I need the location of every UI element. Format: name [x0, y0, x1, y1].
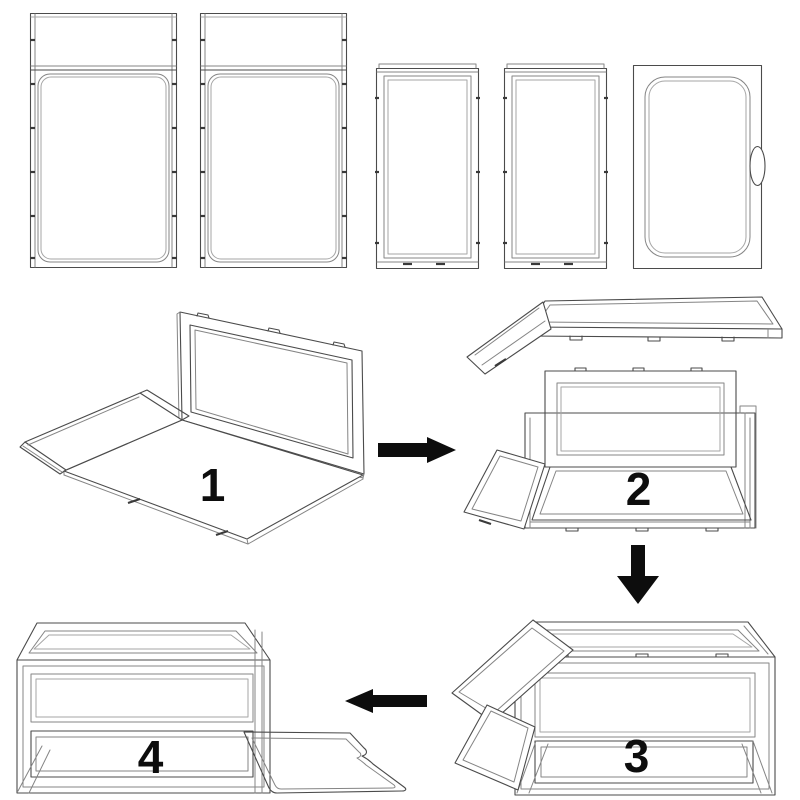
step-4-drawing	[16, 622, 407, 794]
side-panel-b	[198, 12, 349, 269]
arrow-down-icon	[617, 545, 659, 604]
door-handle-icon	[749, 145, 766, 187]
arrow-right-icon	[378, 437, 456, 463]
side-panel-a	[28, 12, 179, 269]
narrow-panel-a	[373, 62, 482, 270]
front-door-panel	[632, 64, 766, 270]
step-3-label: 3	[623, 730, 650, 782]
step-2-label: 2	[625, 463, 652, 515]
step-1-drawing	[19, 311, 365, 545]
step-4-label: 4	[137, 731, 164, 783]
step-3-drawing	[451, 619, 776, 796]
step-1-label: 1	[199, 459, 226, 511]
step-2-drawing	[463, 296, 783, 532]
narrow-panel-b	[501, 62, 610, 270]
arrow-left-icon	[345, 689, 427, 713]
